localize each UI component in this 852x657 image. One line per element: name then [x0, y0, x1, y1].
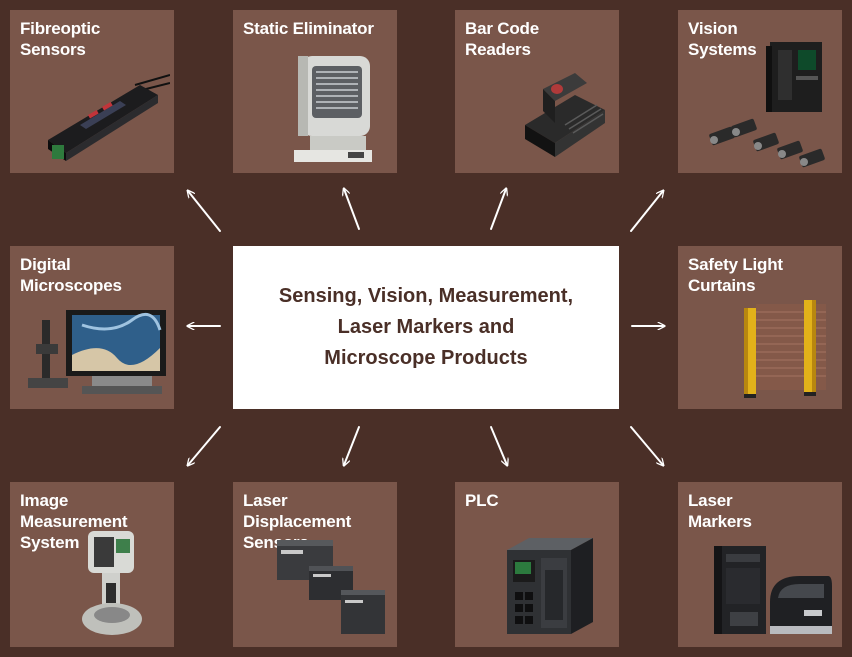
- tile-laser-displacement-sensors[interactable]: Laser Displacement Sensors: [233, 482, 397, 647]
- safety-light-curtain-icon: [744, 300, 826, 398]
- tile-label: Bar Code Readers: [465, 19, 539, 59]
- center-box: Sensing, Vision, Measurement, Laser Mark…: [233, 246, 619, 409]
- arrow-to-fibreoptic: [188, 191, 221, 232]
- tile-label: PLC: [465, 491, 499, 510]
- tile-digital-microscopes[interactable]: Digital Microscopes: [10, 246, 174, 409]
- arrow-to-static: [344, 189, 360, 230]
- arrow-to-image: [188, 426, 221, 465]
- tile-image-measurement-system[interactable]: Image Measurement System: [10, 482, 174, 647]
- tile-safety-light-curtains[interactable]: Safety Light Curtains: [678, 246, 842, 409]
- image-measurement-system-icon: [82, 531, 142, 635]
- tile-label: Vision Systems: [688, 19, 757, 59]
- vision-system-icon: [709, 42, 825, 168]
- tile-static-eliminator[interactable]: Static Eliminator: [233, 10, 397, 173]
- tile-label: Static Eliminator: [243, 19, 374, 38]
- arrow-to-laser-markers: [630, 426, 663, 465]
- static-eliminator-icon: [294, 56, 372, 162]
- arrow-to-plc: [490, 426, 507, 465]
- tile-label: Laser Markers: [688, 491, 752, 531]
- laser-displacement-sensor-icon: [277, 540, 385, 634]
- digital-microscope-icon: [28, 310, 166, 394]
- tile-vision-systems[interactable]: Vision Systems: [678, 10, 842, 173]
- tile-label: Safety Light Curtains: [688, 255, 783, 295]
- tile-fibreoptic-sensors[interactable]: Fibreoptic Sensors: [10, 10, 174, 173]
- arrow-to-laser-displacement: [344, 426, 360, 465]
- tile-label: Fibreoptic Sensors: [20, 19, 101, 59]
- bar-code-reader-icon: [525, 73, 605, 157]
- tile-bar-code-readers[interactable]: Bar Code Readers: [455, 10, 619, 173]
- tile-laser-markers[interactable]: Laser Markers: [678, 482, 842, 647]
- tile-label: Digital Microscopes: [20, 255, 122, 295]
- fibreoptic-sensor-icon: [48, 74, 170, 161]
- arrow-to-vision: [630, 191, 663, 232]
- laser-marker-icon: [714, 546, 832, 634]
- tile-label: Image Measurement System: [20, 491, 128, 552]
- arrow-to-barcode: [490, 189, 506, 230]
- tile-plc[interactable]: PLC: [455, 482, 619, 647]
- center-title: Sensing, Vision, Measurement, Laser Mark…: [278, 285, 574, 369]
- plc-icon: [507, 538, 593, 634]
